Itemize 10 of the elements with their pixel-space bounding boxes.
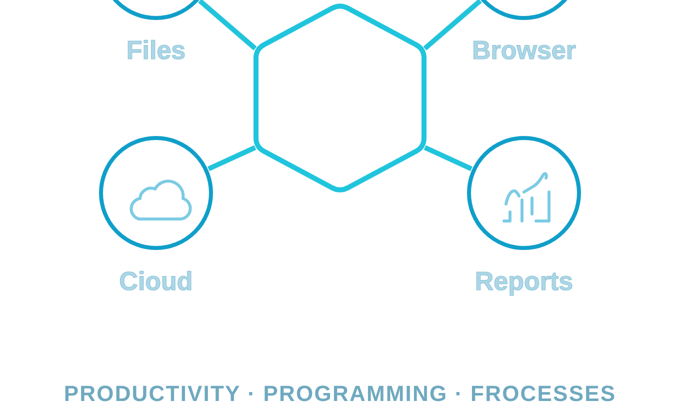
connector-line [423,0,482,50]
node-label: Files [125,34,187,66]
node-label: Cioud [118,265,194,297]
node-label: Reports [474,265,574,297]
connector-line [208,145,256,172]
connector-line [198,0,257,50]
connector-line [424,145,472,172]
tagline-text: PRODUCTIVITY · PROGRAMMING · FROCESSES [64,381,616,407]
hexagon-node [253,1,427,195]
node-label: Browser [470,34,578,66]
